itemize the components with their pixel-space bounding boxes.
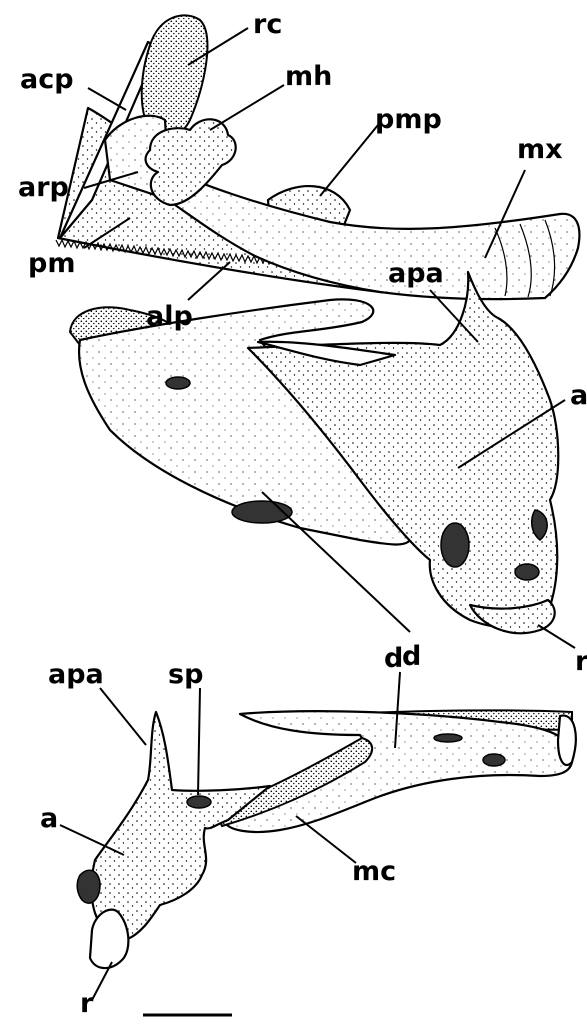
label-sp: sp [168,659,203,690]
articular-fossa-lateral [441,523,469,567]
label-mx: mx [517,134,563,165]
retroarticular-medial [90,910,128,968]
label-r-lateral: r [575,646,587,677]
label-mh: mh [285,61,332,92]
dentary-medial [225,711,572,832]
label-pmp: pmp [375,104,442,135]
foramen-lateral-1 [166,377,190,389]
dentary-symphysis [558,716,576,765]
maxilla [160,165,579,299]
upper-jaw-drawing [56,15,579,299]
label-arp: arp [18,172,69,203]
symplectic-process-fossa [187,796,211,808]
label-alp: alp [146,301,193,332]
label-acp: acp [20,64,74,95]
label-a-medial: a [40,803,58,834]
label-d-medial: d [384,643,403,674]
label-rc: rc [253,9,282,40]
label-r-medial: r [80,988,94,1019]
foramen-medial-1 [434,734,462,742]
foramen-lateral-3 [515,564,539,580]
articular-condyle-medial [77,870,100,903]
label-d-lateral: d [402,641,421,672]
lower-jaw-lateral-drawing [70,272,558,633]
label-apa-lateral: apa [388,258,444,289]
label-mc: mc [352,856,396,887]
label-a-lateral: a [570,380,587,411]
label-pm: pm [28,248,75,279]
label-apa-medial: apa [48,659,104,690]
foramen-medial-2 [483,754,505,766]
